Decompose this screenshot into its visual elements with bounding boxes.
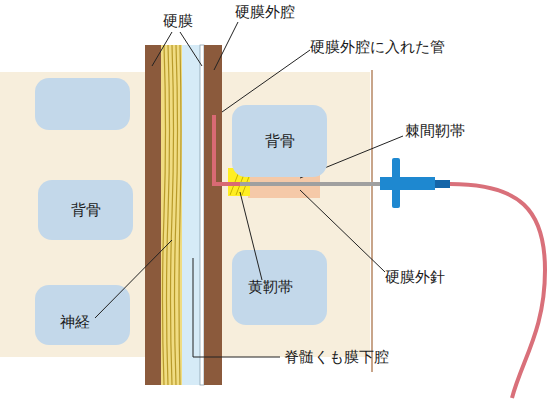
epidural-fat (145, 45, 161, 385)
needle-hub (380, 177, 435, 190)
leader-lines (95, 22, 403, 357)
part-label: 硬膜外針 (385, 268, 445, 286)
tissue-right (222, 72, 370, 357)
vertebra-label: 背骨 (71, 201, 101, 220)
catheter-tail (450, 184, 545, 398)
part-label: 神経 (60, 313, 90, 331)
part-label: 硬膜外腔 (235, 3, 295, 21)
vertebra-box: 背骨 (232, 105, 327, 177)
vertebra-box: 背骨 (38, 180, 133, 240)
part-label: 硬膜外腔に入れた管 (310, 38, 445, 56)
part-label: 脊髄くも膜下腔 (284, 348, 389, 366)
needle-shaft (222, 182, 382, 186)
epidural-space (204, 45, 222, 385)
tissue-left (0, 72, 148, 357)
part-label: 棘間靭帯 (405, 122, 465, 140)
vertebra-label: 背骨 (265, 132, 295, 151)
vertebra (232, 250, 327, 325)
needle-wing (392, 158, 400, 208)
skin-line (371, 70, 373, 372)
part-label: 硬膜 (163, 12, 193, 30)
nerve-fibers (163, 45, 182, 385)
vertebra (35, 285, 130, 345)
subarachnoid-space (182, 45, 200, 385)
dura (200, 45, 204, 385)
nerve-strip (161, 45, 182, 385)
vertebra (35, 78, 130, 130)
hub-connector (435, 180, 450, 188)
part-label: 黄靭帯 (248, 278, 293, 296)
